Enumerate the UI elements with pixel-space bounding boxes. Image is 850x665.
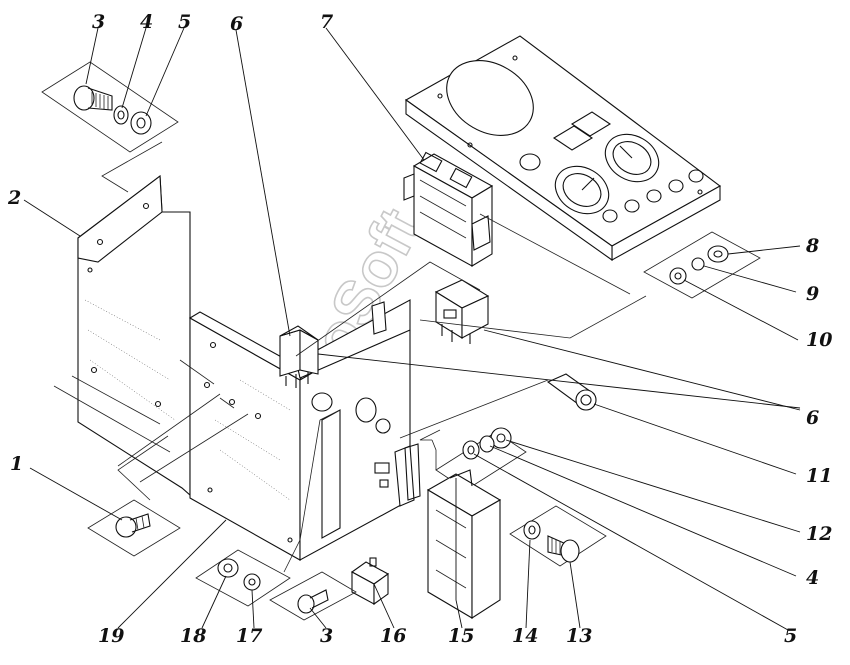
callout-6-top: 6 — [230, 13, 243, 35]
callout-6-right: 6 — [806, 407, 819, 429]
callout-15: 15 — [448, 625, 474, 647]
leader-lines — [23, 27, 801, 631]
callout-12: 12 — [806, 523, 832, 545]
washer-nut-group-middle — [435, 427, 527, 491]
callout-19: 19 — [98, 625, 124, 647]
callout-11: 11 — [806, 465, 832, 487]
nut-washer-group-right — [643, 231, 761, 299]
callout-4-right: 4 — [806, 567, 819, 589]
main-mounting-panel — [188, 299, 421, 561]
nut-washer-bolt-group-bottom — [195, 549, 357, 621]
callout-3-top: 3 — [92, 11, 105, 33]
callout-17: 17 — [236, 625, 262, 647]
callout-2: 2 — [7, 187, 21, 209]
instrument-panel — [404, 35, 722, 262]
bolt-bottom-left — [87, 435, 181, 557]
callout-16: 16 — [380, 625, 406, 647]
relay-right — [434, 279, 490, 344]
callout-8: 8 — [805, 235, 819, 257]
callout-5-top: 5 — [178, 11, 191, 33]
callout-14: 14 — [512, 625, 538, 647]
callout-18: 18 — [180, 625, 206, 647]
callout-10: 10 — [806, 329, 832, 351]
callout-13: 13 — [566, 625, 592, 647]
callout-9: 9 — [806, 283, 819, 305]
callout-5-right: 5 — [784, 625, 797, 647]
callout-7: 7 — [320, 11, 333, 33]
relay-left — [279, 325, 319, 388]
left-bracket-panel — [77, 174, 191, 497]
switch-body — [546, 373, 597, 411]
connector-block — [403, 151, 494, 267]
bolt-washer-group-bottom-right — [509, 505, 607, 567]
bolt-washer-group-top — [41, 61, 179, 193]
callout-4-top: 4 — [140, 11, 153, 33]
large-component-block — [426, 469, 502, 620]
small-relay — [350, 557, 390, 606]
callout-1: 1 — [10, 453, 23, 475]
callout-labels: 3 4 5 6 7 2 8 9 10 6 1 11 12 4 5 19 18 1… — [7, 11, 832, 647]
assembly-lines — [53, 213, 647, 573]
callout-3-bottom: 3 — [320, 625, 333, 647]
